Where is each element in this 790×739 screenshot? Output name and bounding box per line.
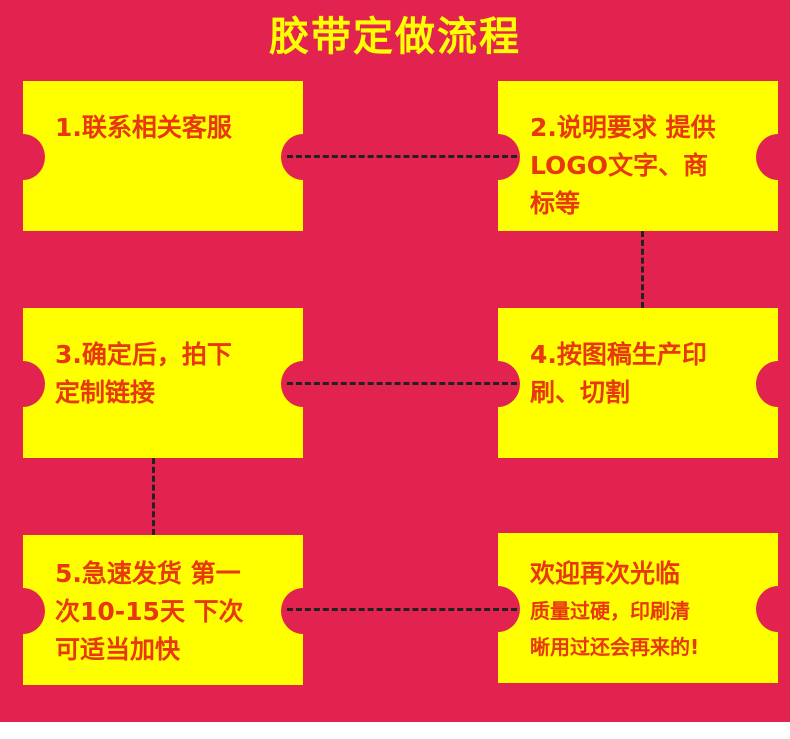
step-6-box: 欢迎再次光临 质量过硬，印刷清 晰用过还会再来的!	[498, 533, 778, 683]
step-2-text: 2.说明要求 提供 LOGO文字、商 标等	[530, 109, 764, 223]
page-title: 胶带定做流程	[269, 14, 521, 60]
notch	[23, 134, 45, 180]
step-5-text: 5.急速发货 第一 次10-15天 下次 可适当加快	[55, 555, 289, 669]
connector-1-2	[287, 155, 517, 158]
step-4-box: 4.按图稿生产印 刷、切割	[498, 308, 778, 458]
connector-2-4	[641, 231, 644, 308]
step-1-box: 1.联系相关客服	[23, 81, 303, 231]
connector-3-5	[152, 458, 155, 535]
step-line: 1.联系相关客服	[55, 113, 232, 142]
step-line: 标等	[530, 189, 581, 218]
step-line: 4.按图稿生产印	[530, 340, 707, 369]
notch	[756, 586, 778, 632]
notch	[23, 588, 45, 634]
step-5-box: 5.急速发货 第一 次10-15天 下次 可适当加快	[23, 535, 303, 685]
step-4-text: 4.按图稿生产印 刷、切割	[530, 336, 764, 412]
step-line: 2.说明要求 提供	[530, 113, 716, 142]
step-line: 质量过硬，印刷清	[530, 599, 690, 623]
step-line: 刷、切割	[530, 378, 631, 407]
step-line: LOGO文字、商	[530, 151, 709, 180]
step-2-box: 2.说明要求 提供 LOGO文字、商 标等	[498, 81, 778, 231]
step-6-text: 欢迎再次光临 质量过硬，印刷清 晰用过还会再来的!	[530, 555, 764, 665]
notch	[23, 361, 45, 407]
notch	[756, 134, 778, 180]
step-line: 可适当加快	[55, 635, 181, 664]
connector-3-4	[287, 382, 517, 385]
step-line: 晰用过还会再来的!	[530, 635, 700, 659]
step-3-text: 3.确定后，拍下 定制链接	[55, 336, 289, 412]
step-line: 3.确定后，拍下	[55, 340, 232, 369]
step-heading: 欢迎再次光临	[530, 559, 681, 588]
step-line: 定制链接	[55, 378, 156, 407]
step-3-box: 3.确定后，拍下 定制链接	[23, 308, 303, 458]
notch	[756, 361, 778, 407]
step-1-text: 1.联系相关客服	[55, 109, 289, 147]
step-line: 次10-15天 下次	[55, 597, 244, 626]
notch	[281, 588, 303, 634]
connector-5-6	[287, 608, 517, 611]
step-line: 5.急速发货 第一	[55, 559, 241, 588]
